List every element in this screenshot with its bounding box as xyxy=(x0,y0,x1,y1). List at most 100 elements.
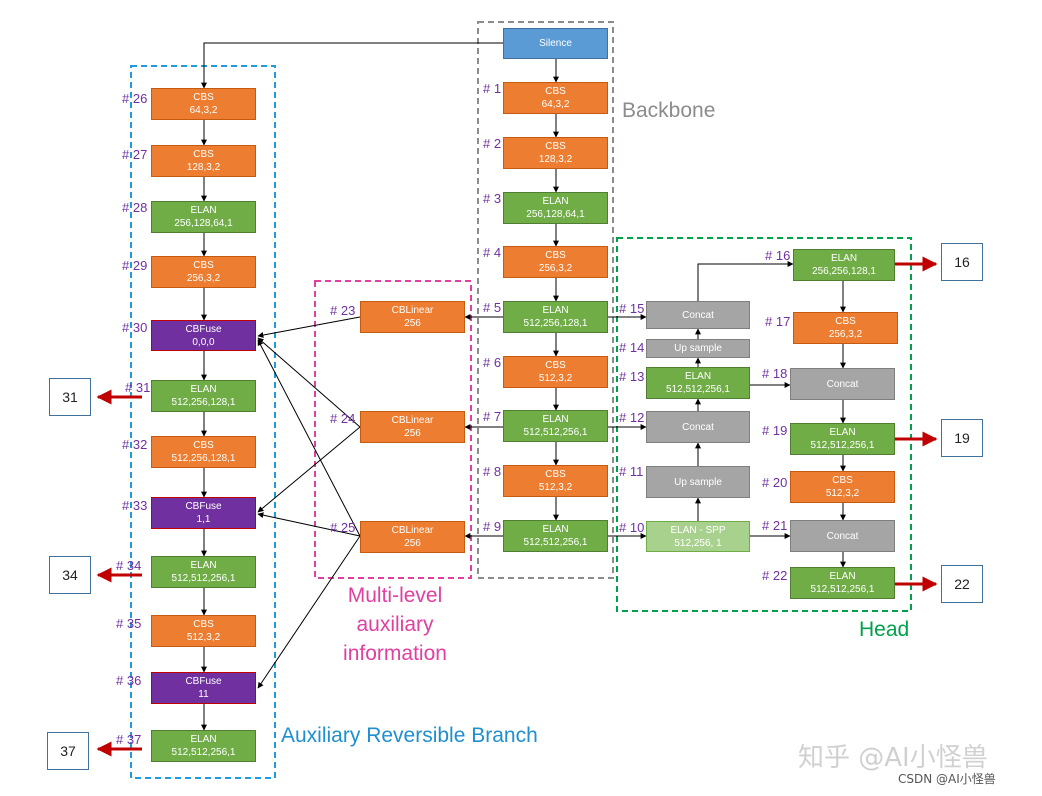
node-12: Concat xyxy=(646,411,750,443)
node-number: # 8 xyxy=(483,464,502,479)
node-number: # 3 xyxy=(483,191,502,206)
node-title: ELAN xyxy=(542,414,569,425)
node-number: # 6 xyxy=(483,355,502,370)
node-title: ELAN xyxy=(829,571,856,582)
node-params: 64,3,2 xyxy=(541,99,570,110)
node-8: CBS 512,3,2 xyxy=(503,465,608,497)
node-37: ELAN 512,512,256,1 xyxy=(151,730,256,762)
node-params: 512,256,128,1 xyxy=(171,397,236,408)
node-title: CBS xyxy=(193,149,214,160)
node-title: CBLinear xyxy=(391,305,434,316)
node-title: CBS xyxy=(545,360,566,371)
node-title: CBS xyxy=(835,316,856,327)
node-number: # 19 xyxy=(762,423,788,438)
node-title: Concat xyxy=(826,530,859,542)
backbone-region xyxy=(477,21,614,579)
node-35: CBS 512,3,2 xyxy=(151,615,256,647)
node-params: 128,3,2 xyxy=(538,154,573,165)
node-33: CBFuse 1,1 xyxy=(151,497,256,529)
node-number: # 29 xyxy=(122,258,148,273)
node-31: ELAN 512,256,128,1 xyxy=(151,380,256,412)
watermark-main: 知乎 @AI小怪兽 xyxy=(798,743,988,773)
node-title: ELAN - SPP xyxy=(670,524,726,536)
node-number: # 24 xyxy=(330,411,356,426)
node-params: 512,3,2 xyxy=(825,488,860,499)
output-box-16: 16 xyxy=(941,243,983,281)
backbone-label: Backbone xyxy=(622,99,716,122)
node-number: # 14 xyxy=(619,340,645,355)
node-params: 256 xyxy=(404,318,421,329)
node-36: CBFuse 11 xyxy=(151,672,256,704)
node-number: # 17 xyxy=(765,314,791,329)
node-34: ELAN 512,512,256,1 xyxy=(151,556,256,588)
node-title: ELAN xyxy=(190,560,217,571)
node-1: CBS 64,3,2 xyxy=(503,82,608,114)
node-title: ELAN xyxy=(830,253,858,264)
node-title: ELAN xyxy=(542,524,569,535)
node-22: ELAN 512,512,256,1 xyxy=(790,567,895,599)
node-2: CBS 128,3,2 xyxy=(503,137,608,169)
multi-level-label-line2: auxiliary xyxy=(356,613,434,636)
node-26: CBS 64,3,2 xyxy=(151,88,256,120)
node-7: ELAN 512,512,256,1 xyxy=(503,410,608,442)
edge-25-33 xyxy=(257,512,361,537)
node-number: # 23 xyxy=(330,303,356,318)
node-number: # 4 xyxy=(483,245,502,260)
node-29: CBS 256,3,2 xyxy=(151,256,256,288)
node-params: 512,512,256,1 xyxy=(666,384,730,395)
node-params: 512,512,256,1 xyxy=(171,747,236,758)
node-number: # 12 xyxy=(619,410,645,425)
node-params: 256 xyxy=(404,428,421,439)
node-title: CBS xyxy=(545,141,566,152)
node-title: ELAN xyxy=(542,305,569,316)
watermark-sub: CSDN @AI小怪兽 xyxy=(898,772,996,786)
node-number: # 36 xyxy=(116,673,142,688)
node-25: CBLinear 256 xyxy=(360,521,465,553)
node-number: # 22 xyxy=(762,568,788,583)
node-number: # 15 xyxy=(619,301,645,316)
node-number: # 35 xyxy=(116,616,142,631)
node-number: # 25 xyxy=(330,520,356,535)
node-number: # 7 xyxy=(483,409,502,424)
node-title: CBLinear xyxy=(391,415,434,426)
node-21: Concat xyxy=(790,520,895,552)
node-params: 512,512,256,1 xyxy=(810,440,875,451)
edge-silence-26 xyxy=(201,42,503,89)
node-title: ELAN xyxy=(190,205,217,216)
node-23: CBLinear 256 xyxy=(360,301,465,333)
edge-25-36 xyxy=(257,535,361,689)
edge-25-30 xyxy=(257,339,361,537)
node-number: # 11 xyxy=(619,464,644,479)
node-title: ELAN xyxy=(190,384,217,395)
output-box-31: 31 xyxy=(49,378,91,416)
node-number: # 31 xyxy=(125,380,151,395)
node-title: Concat xyxy=(682,421,714,433)
node-title: ELAN xyxy=(190,734,217,745)
node-title: CBFuse xyxy=(185,501,222,512)
output-box-22: 22 xyxy=(941,565,983,603)
node-title: CBS xyxy=(545,86,566,97)
node-params: 512,512,256,1 xyxy=(523,537,588,548)
node-params: 256,3,2 xyxy=(828,329,863,340)
node-32: CBS 512,256,128,1 xyxy=(151,436,256,468)
node-params: 11 xyxy=(198,689,209,700)
node-number: # 9 xyxy=(483,519,502,534)
node-14: Up sample xyxy=(646,339,750,358)
node-number: # 5 xyxy=(483,300,502,315)
node-params: 1,1 xyxy=(196,514,211,525)
node-10: ELAN - SPP 512,256, 1 xyxy=(646,521,750,552)
node-params: 512,3,2 xyxy=(538,373,573,384)
node-params: 256,256,128,1 xyxy=(812,266,876,277)
node-title: ELAN xyxy=(684,371,712,382)
node-params: 256,3,2 xyxy=(538,263,573,274)
node-params: 512,512,256,1 xyxy=(523,427,588,438)
node-title: Concat xyxy=(682,309,714,321)
node-params: 512,256,128,1 xyxy=(523,318,588,329)
node-silence-title: Silence xyxy=(539,38,572,49)
multi-level-label-line1: Multi-level xyxy=(347,584,443,607)
node-params: 0,0,0 xyxy=(192,336,215,348)
node-3: ELAN 256,128,64,1 xyxy=(503,192,608,224)
node-number: # 1 xyxy=(483,81,502,96)
node-number: # 13 xyxy=(619,369,645,384)
